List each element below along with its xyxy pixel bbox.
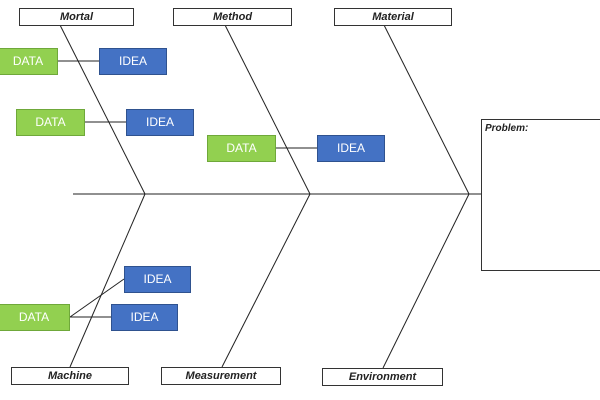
bone-machine [69, 193, 146, 368]
category-machine: Machine [11, 367, 129, 385]
category-measurement: Measurement [161, 367, 281, 385]
data-node-mortal-2: DATA [16, 109, 85, 136]
idea-node-mortal-2: IDEA [126, 109, 194, 136]
idea-node-method-1: IDEA [317, 135, 385, 162]
category-mortal: Mortal [19, 8, 134, 26]
idea-node-machine-2: IDEA [111, 304, 178, 331]
bone-method [224, 24, 311, 195]
data-node-method-1: DATA [207, 135, 276, 162]
idea-node-machine-1: IDEA [124, 266, 191, 293]
data-node-mortal-1: DATA [0, 48, 58, 75]
category-environment: Environment [322, 368, 443, 386]
bone-material [383, 24, 470, 195]
idea-node-mortal-1: IDEA [99, 48, 167, 75]
problem-box: Problem: [481, 119, 600, 271]
bone-environment [382, 193, 470, 369]
category-material: Material [334, 8, 452, 26]
category-method: Method [173, 8, 292, 26]
bone-mortal [59, 24, 146, 195]
bone-measurement [221, 193, 311, 368]
connector-machine-1 [69, 278, 125, 318]
problem-label: Problem: [485, 123, 529, 134]
data-node-machine-1: DATA [0, 304, 70, 331]
